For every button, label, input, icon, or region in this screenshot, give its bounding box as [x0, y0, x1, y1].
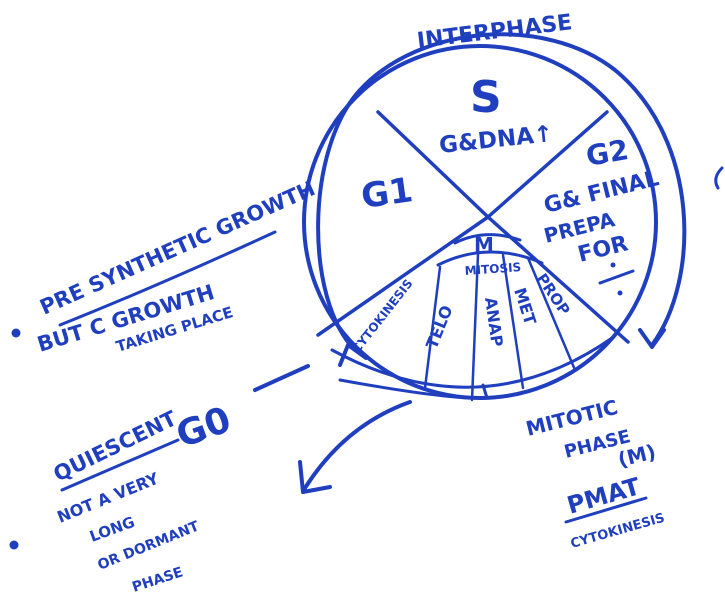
g0-label: G0: [171, 399, 236, 456]
g2-divide-dot-bottom: [617, 290, 623, 296]
g2-label: G2: [583, 133, 631, 173]
g1-arrowhead: [338, 343, 368, 367]
div-ana-met: [501, 253, 525, 390]
m-label: M: [474, 233, 494, 257]
div-cyto-telo: [423, 265, 442, 390]
inner-arc: [330, 336, 614, 389]
m-to-g0-curve: [338, 378, 489, 400]
mitotic-wedge: [330, 233, 614, 402]
g2-divide-dot-top: [610, 262, 616, 268]
line-m-left: [316, 215, 490, 337]
m-arc: [453, 233, 522, 245]
segment-lines: [316, 110, 630, 344]
notvery-line4: PHASE: [130, 564, 185, 595]
underline-quiescent: [60, 438, 180, 492]
annotation-lines: [9, 166, 724, 550]
prop-label: PROP: [533, 270, 574, 318]
g1-label: G1: [359, 170, 416, 217]
g2-divide-symbol: [598, 269, 635, 285]
mitosis-arc: [436, 250, 544, 267]
pmat-label: PMAT: [564, 472, 644, 520]
g0-arrow: [298, 400, 412, 494]
ana-label: ANAP: [481, 296, 507, 348]
telo-label: TELO: [422, 303, 457, 352]
g0-arrow-shaft: [303, 400, 412, 490]
s-subtitle: G&DNA↑: [438, 121, 554, 159]
interphase-arrowhead: [638, 328, 666, 349]
line-s-g2: [486, 110, 609, 219]
notvery-line2: LONG: [87, 513, 137, 546]
mitosis-label: MITOSIS: [464, 260, 521, 278]
text-labels: INTERPHASE S G&DNA↑ G1 G2 G& FINAL PREPA…: [34, 10, 666, 596]
div-telo-ana: [470, 252, 480, 402]
div-met-prop: [526, 256, 577, 372]
interphase-arc-arrow: [316, 32, 687, 352]
g0-arrowhead: [298, 460, 332, 494]
underline-pmat: [564, 496, 648, 524]
met-label: MET: [510, 285, 540, 327]
s-label: S: [470, 72, 502, 123]
bullet-1: [11, 328, 21, 338]
dash-g0: [253, 364, 310, 392]
underline-presynthetic: [58, 230, 277, 327]
line-g1-s: [376, 110, 490, 219]
bullet-2: [9, 540, 19, 550]
right-edge-arc: [714, 166, 724, 190]
